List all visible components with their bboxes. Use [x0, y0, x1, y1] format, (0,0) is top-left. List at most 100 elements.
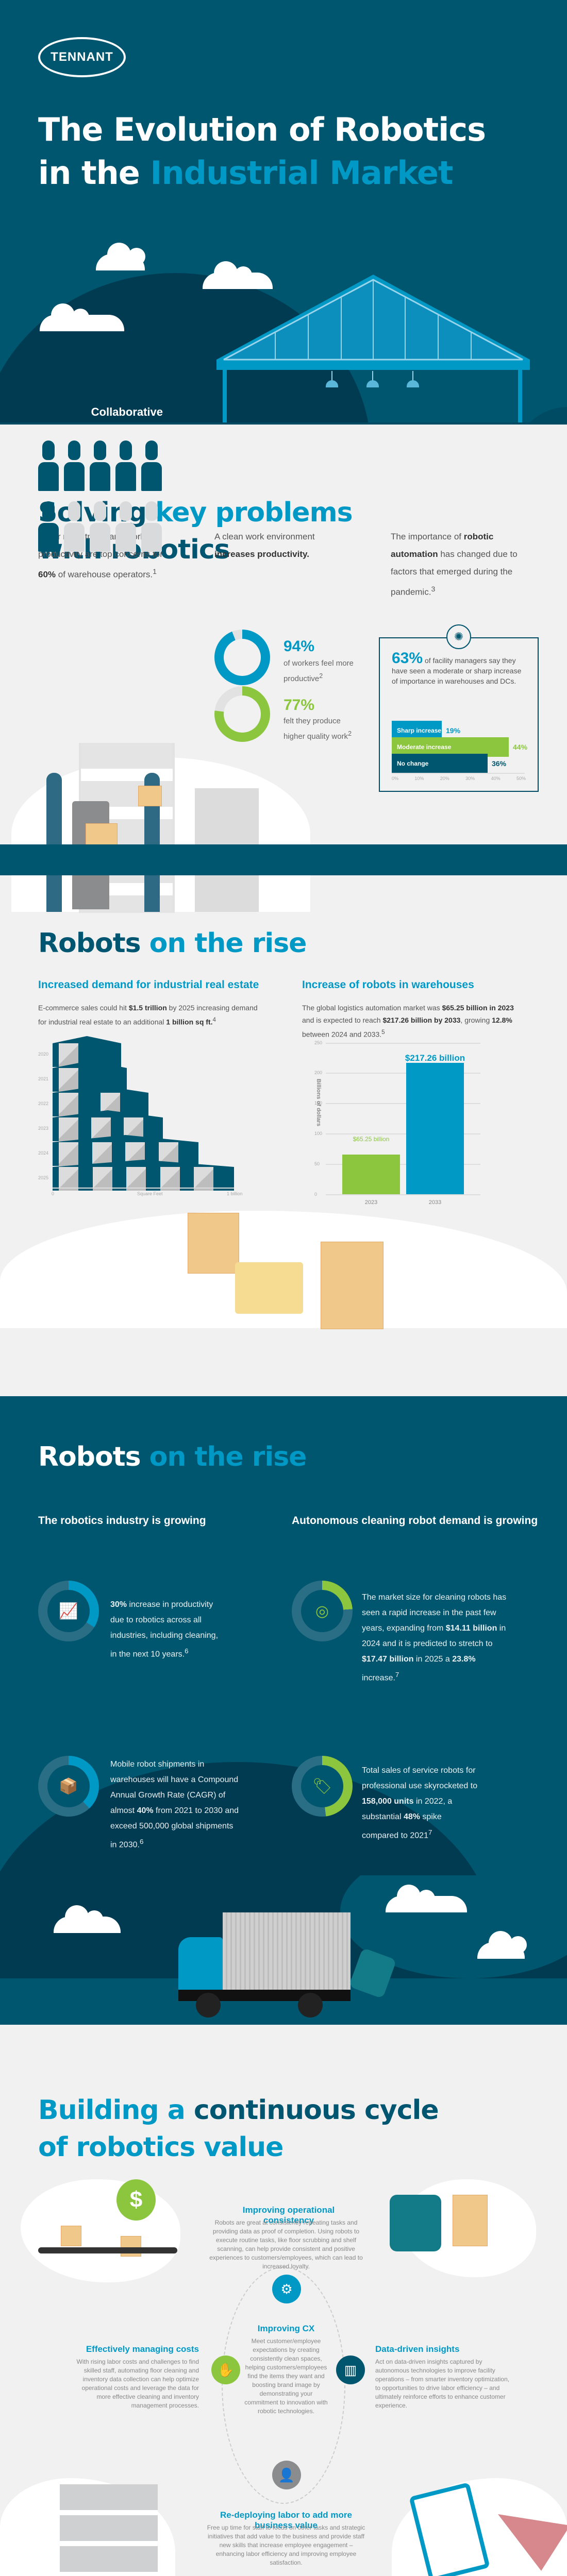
person-icon	[38, 440, 59, 492]
year-label: 2023	[38, 1126, 49, 1131]
person-icon	[64, 501, 85, 553]
virus-icon: ✺	[446, 624, 471, 649]
year-label: 2024	[38, 1150, 49, 1156]
person-icon	[90, 440, 110, 492]
year-label: 2020	[38, 1052, 49, 1057]
cycle-text: Free up time for staff to focus on other…	[207, 2524, 365, 2566]
tennant-logo[interactable]: TENNANT	[38, 37, 126, 77]
boxes-icon	[321, 1242, 383, 1329]
warehouse-pillar	[223, 370, 227, 422]
target-arrow-icon: ◎	[301, 1590, 343, 1632]
cloud-icon	[54, 1905, 121, 1933]
lamp-icon	[326, 371, 338, 388]
cycle-heading: Effectively managing costs	[86, 2344, 199, 2354]
ring-cleaning-market: ◎	[292, 1581, 353, 1641]
warehouse-icon	[53, 1167, 234, 1191]
cycle-text: Act on data-driven insights captured by …	[375, 2358, 510, 2409]
warehouse-pillar	[518, 370, 522, 422]
stat-value: 77%	[284, 697, 315, 714]
divider-band	[0, 844, 567, 875]
robotics-productivity-text: 30% increase in productivity due to robo…	[110, 1600, 219, 1659]
section-title: Robots on the rise	[38, 928, 307, 959]
lamp-icon	[366, 371, 379, 388]
pandemic-text: The importance of robotic automation has…	[391, 532, 518, 597]
truck-scene	[0, 1875, 567, 2025]
cloud-icon	[386, 1885, 467, 1912]
person-icon	[64, 440, 85, 492]
section-title: Robots on the rise	[38, 1442, 307, 1472]
left-heading: The robotics industry is growing	[38, 1515, 206, 1527]
stat-value: 94%	[284, 638, 315, 655]
year-label: 2022	[38, 1101, 49, 1106]
cloud-icon	[477, 1931, 527, 1959]
hero-section: TENNANT The Evolution of Robotics in the…	[0, 0, 567, 422]
collab-callout: Collaborative robots have become the ans…	[91, 405, 163, 422]
box-icon	[138, 786, 162, 806]
conveyor-icon	[38, 2226, 177, 2267]
left-heading: Increased demand for industrial real est…	[38, 979, 259, 991]
cycle-heading: Improving CX	[257, 2324, 315, 2333]
person-icon	[115, 440, 136, 492]
page-title: The Evolution of Robotics in the Industr…	[38, 111, 486, 192]
scrubber-robot-icon	[390, 2195, 441, 2251]
stat-label: felt they produce higher quality work2	[284, 717, 352, 741]
price-tag-icon: 🏷	[301, 1765, 343, 1807]
shelf-icon	[60, 2484, 158, 2576]
hbar-axis	[392, 773, 525, 774]
box-location-icon: 📦	[47, 1765, 90, 1807]
person-icon	[90, 501, 110, 553]
person-icon	[141, 501, 162, 553]
pallet-boxes-icon	[453, 2195, 488, 2246]
cycle-text: With rising labor costs and challenges t…	[76, 2358, 199, 2409]
hbar-axis-ticks: 0%10%20%30%40%50%	[392, 776, 526, 781]
right-heading: Autonomous cleaning robot demand is grow…	[292, 1515, 538, 1527]
wheel-icon	[298, 1993, 323, 2018]
service-robots-text: Total sales of service robots for profes…	[362, 1766, 478, 1840]
logistics-text: The global logistics automation market w…	[302, 1004, 514, 1039]
warehouse-roof-icon	[216, 275, 530, 370]
pandemic-stat: 63% of facility managers say they have s…	[392, 650, 522, 686]
cycle-text: Meet customer/employee expectations by c…	[244, 2337, 328, 2415]
cloud-icon	[96, 243, 145, 270]
cleaning-market-text: The market size for cleaning robots has …	[362, 1593, 507, 1683]
cycle-heading: Re-deploying labor to add more business …	[220, 2510, 352, 2530]
bar-2033	[406, 1063, 464, 1194]
donut-chart-94	[214, 630, 270, 685]
person-check-icon: 👤	[272, 2461, 301, 2489]
cycle-ring	[222, 2267, 345, 2504]
cloud-icon	[203, 261, 273, 289]
cycle-text: Robots are great at consistently repeati…	[209, 2219, 363, 2270]
cycle-heading: Improving operational consistency	[242, 2205, 335, 2225]
ring-shipments: 📦	[38, 1756, 99, 1817]
person-icon	[141, 440, 162, 492]
lamp-icon	[407, 371, 419, 388]
cloud-icon	[40, 303, 124, 331]
hand-coin-icon: ✋	[211, 2355, 240, 2384]
pallet-boxes-icon	[188, 1213, 239, 1274]
year-label: 2021	[38, 1076, 49, 1081]
ecommerce-text: E-commerce sales could hit $1.5 trillion…	[38, 1004, 258, 1026]
truck-cab	[178, 1937, 223, 1994]
bar-chart-icon: ▥	[336, 2355, 365, 2384]
mobile-robot-text: Mobile robot shipments in warehouses wil…	[110, 1760, 239, 1850]
person-icon	[38, 501, 59, 553]
growth-chart-icon: 📈	[47, 1590, 90, 1632]
stat-label: of workers feel more productive2	[284, 659, 354, 683]
right-heading: Increase of robots in warehouses	[302, 979, 474, 991]
person-icon	[115, 501, 136, 553]
donut-chart-77	[214, 686, 270, 742]
ring-service-robots: 🏷	[292, 1756, 353, 1817]
cycle-heading: Data-driven insights	[375, 2344, 460, 2354]
bar-2023	[342, 1155, 400, 1194]
worker-icon	[46, 773, 62, 912]
rise-dark-section: Robots on the rise The robotics industry…	[0, 1396, 567, 1875]
people-pictogram	[38, 440, 162, 553]
wheel-icon	[196, 1993, 221, 2018]
